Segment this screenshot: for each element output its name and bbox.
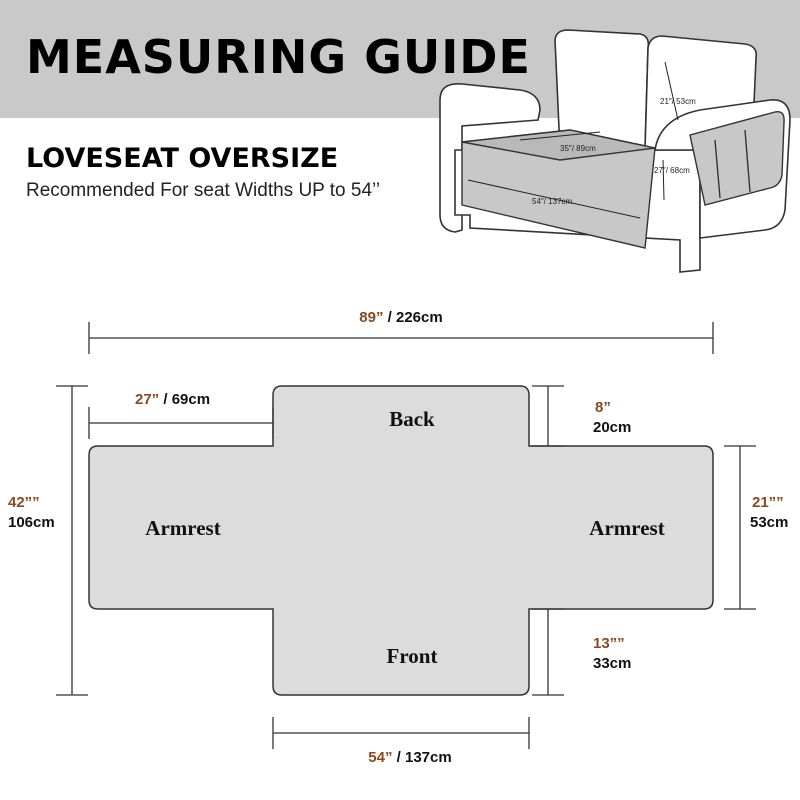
sofa-label-seat-width: 54″/ 137cm [532,197,573,206]
dim-arm-width: 27” / 69cm [135,391,210,408]
sofa-label-seat-depth: 35″/ 89cm [560,144,596,153]
sofa-label-arm-height: 27″/ 68cm [654,166,690,175]
seat-width-recommendation: Recommended For seat Widths UP to 54’’ [26,180,381,201]
label-back: Back [389,407,435,431]
dim-front-depth-cm: 33cm [593,655,631,672]
sofa-measure-lines [467,61,679,219]
cover-layout-shape [88,385,714,696]
dim-total-height-inch: 42”” [8,494,40,511]
dim-arm-height-cm: 53cm [750,514,788,531]
cover-arm-right [689,111,785,206]
sofa-cover [461,111,785,249]
label-armrest-right: Armrest [589,516,664,540]
label-front: Front [387,644,438,668]
label-armrest-left: Armrest [145,516,220,540]
dim-total-height-cm: 106cm [8,514,55,531]
dim-arm-height-inch: 21”” [752,494,784,511]
cover-pocket-lines [714,129,751,199]
dim-back-depth-inch: 8” [595,399,611,416]
sofa-arm-left [439,83,541,233]
dim-front-depth-inch: 13”” [593,635,625,652]
product-subtitle: LOVESEAT OVERSIZE [26,143,339,174]
dim-back-depth-cm: 20cm [593,419,631,436]
sofa-label-back-height: 21″/ 53cm [660,97,696,106]
page-title: MEASURING GUIDE [26,30,531,84]
dim-total-width: 89” / 226cm [359,309,442,326]
cover-seat-top [461,129,656,161]
dimension-lines [56,322,756,749]
dim-seat-width: 54” / 137cm [368,749,451,766]
